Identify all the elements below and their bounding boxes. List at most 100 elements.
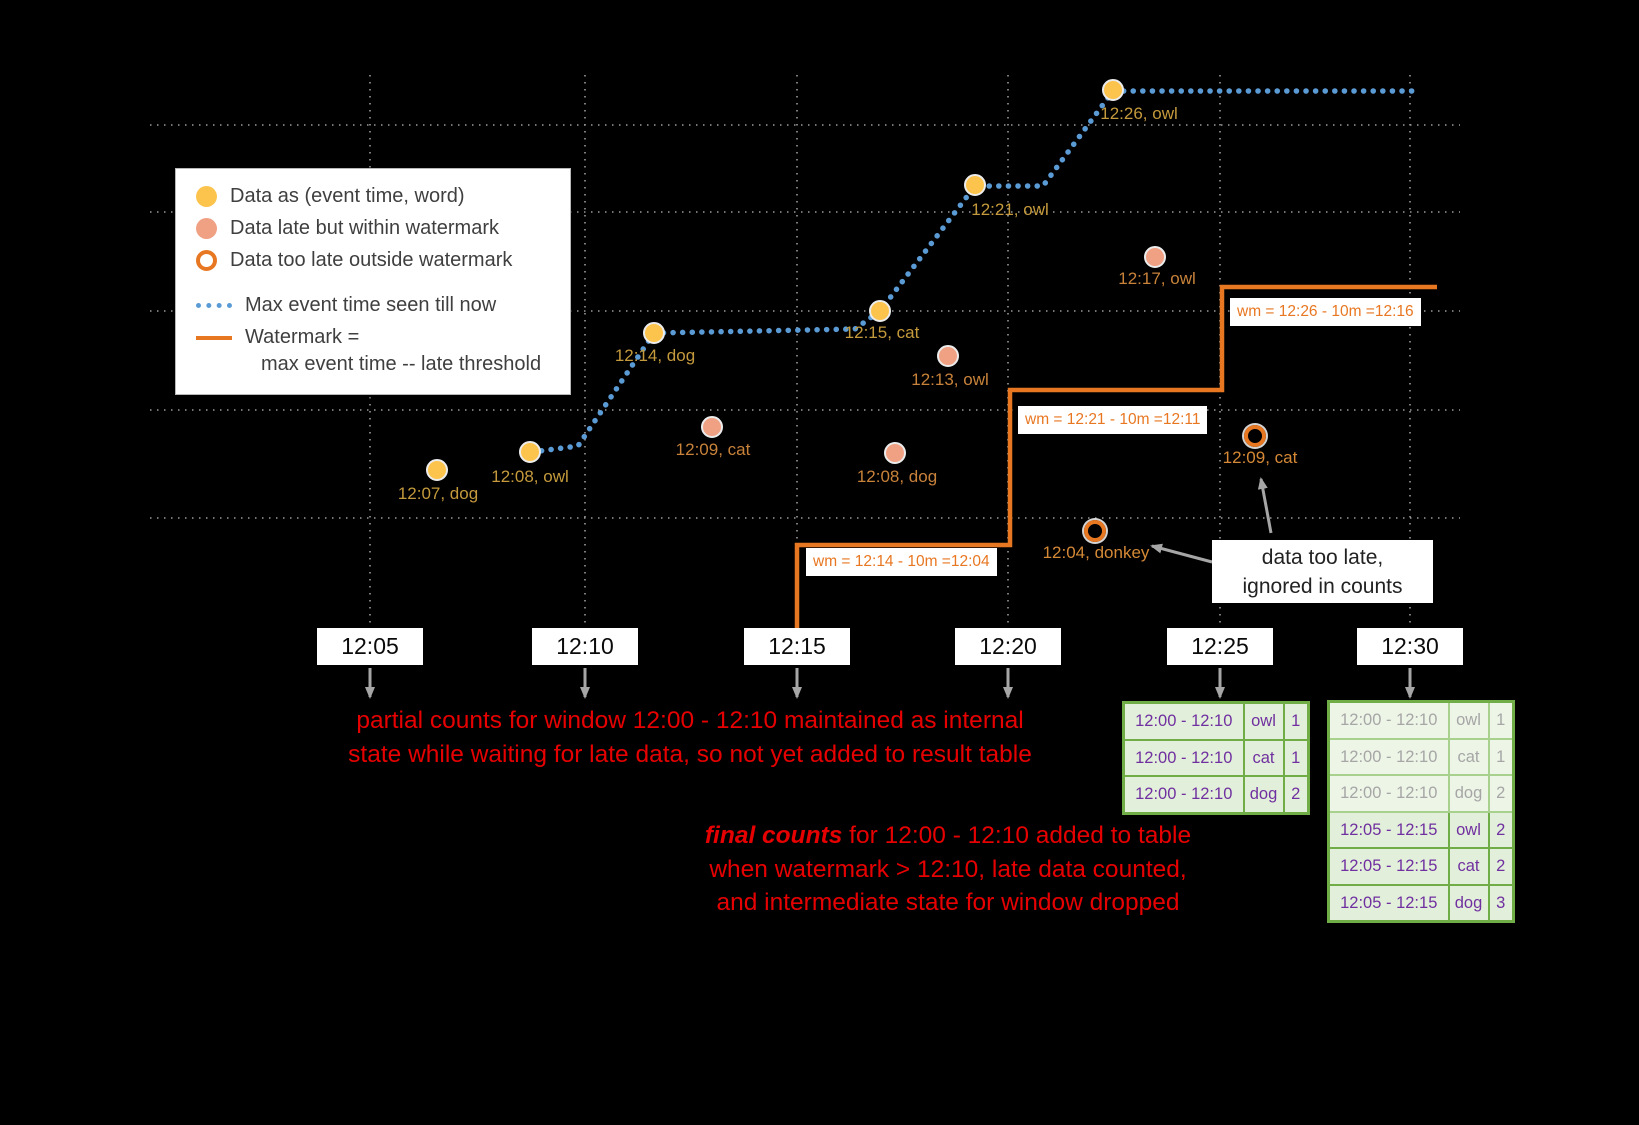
legend-item-late: Data late but within watermark (196, 217, 556, 240)
data-point-late-label: 12:09, cat (675, 440, 751, 459)
legend-label-watermark: Watermark = (245, 326, 360, 348)
data-point-late-label: 12:08, dog (856, 467, 938, 486)
annotation-final-counts: final counts for 12:00 - 12:10 added to … (558, 819, 1338, 920)
axis-tick-12-30: 12:30 (1357, 628, 1463, 665)
data-point-late (937, 345, 959, 367)
data-point-late (884, 442, 906, 464)
word-cell: dog (1447, 774, 1490, 813)
window-cell: 12:05 - 12:15 (1327, 847, 1450, 886)
word-cell: dog (1242, 775, 1285, 814)
annotation-line: final counts for 12:00 - 12:10 added to … (558, 819, 1338, 853)
window-cell: 12:00 - 12:10 (1327, 737, 1450, 776)
data-point-on-time-label: 12:14, dog (614, 346, 696, 365)
data-point-late (701, 416, 723, 438)
annotation-line: when watermark > 12:10, late data counte… (709, 855, 1187, 883)
annotation-line: partial counts for window 12:00 - 12:10 … (356, 707, 1024, 734)
word-cell: owl (1447, 810, 1490, 849)
window-cell: 12:05 - 12:15 (1327, 883, 1450, 923)
axis-tick-12-10: 12:10 (532, 628, 638, 665)
count-cell: 3 (1487, 883, 1515, 923)
too-late-callout: data too late, ignored in counts (1212, 540, 1433, 603)
watermark-line (794, 284, 1437, 632)
watermark-label-2: wm = 12:21 - 10m =12:11 (1018, 406, 1208, 434)
word-cell: owl (1242, 701, 1285, 741)
axis-tick-12-15: 12:15 (744, 628, 850, 665)
count-cell: 2 (1282, 775, 1310, 814)
word-cell: owl (1447, 700, 1490, 740)
window-cell: 12:00 - 12:10 (1327, 774, 1450, 813)
watermark-label-1: wm = 12:14 - 10m =12:04 (806, 548, 997, 576)
data-point-too-late (1084, 520, 1106, 542)
window-cell: 12:00 - 12:10 (1122, 701, 1245, 741)
data-point-on-time (643, 322, 665, 344)
window-cell: 12:05 - 12:15 (1327, 810, 1450, 849)
max-event-time-line (529, 88, 1419, 455)
data-point-too-late-label: 12:09, cat (1222, 448, 1298, 467)
data-point-on-time (964, 174, 986, 196)
legend-item-max-event-line: Max event time seen till now (196, 294, 556, 317)
too-late-dot-icon (196, 250, 217, 271)
legend: Data as (event time, word) Data late but… (175, 168, 571, 395)
data-point-on-time (1102, 79, 1124, 101)
axis-tick-12-25: 12:25 (1167, 628, 1273, 665)
word-cell: dog (1447, 883, 1490, 923)
count-cell: 1 (1282, 738, 1310, 777)
data-point-late-label: 12:13, owl (911, 370, 989, 389)
legend-label-too-late: Data too late outside watermark (230, 249, 513, 271)
window-cell: 12:00 - 12:10 (1122, 775, 1245, 814)
data-point-on-time-label: 12:07, dog (397, 484, 479, 503)
callout-line: ignored in counts (1242, 575, 1403, 598)
data-point-on-time (519, 441, 541, 463)
watermark-label-3: wm = 12:26 - 10m =12:16 (1230, 298, 1421, 326)
data-point-late-label: 12:17, owl (1118, 269, 1196, 288)
count-cell: 2 (1487, 847, 1515, 886)
window-cell: 12:00 - 12:10 (1122, 738, 1245, 777)
data-point-too-late-label: 12:04, donkey (1042, 543, 1150, 562)
count-cell: 1 (1487, 737, 1515, 776)
data-point-on-time-label: 12:26, owl (1100, 104, 1178, 123)
data-point-on-time (426, 459, 448, 481)
window-cell: 12:00 - 12:10 (1327, 700, 1450, 740)
count-cell: 2 (1487, 810, 1515, 849)
count-cell: 2 (1487, 774, 1515, 813)
count-cell: 1 (1487, 700, 1515, 740)
data-point-on-time-label: 12:15, cat (844, 323, 920, 342)
legend-label-late: Data late but within watermark (230, 217, 500, 239)
annotation-line-rest: for 12:00 - 12:10 added to table (842, 822, 1192, 849)
word-cell: cat (1447, 847, 1490, 886)
axis-tick-12-05: 12:05 (317, 628, 423, 665)
final-counts-emphasis: final counts (704, 822, 843, 849)
data-point-late (1144, 246, 1166, 268)
annotation-line: and intermediate state for window droppe… (716, 889, 1180, 916)
word-cell: cat (1447, 737, 1490, 776)
legend-item-watermark-cont: max event time -- late threshold (196, 353, 556, 376)
annotation-line: state while waiting for late data, so no… (348, 740, 1032, 768)
legend-label-max-event: Max event time seen till now (245, 294, 497, 316)
legend-label-on-time: Data as (event time, word) (230, 185, 465, 207)
data-point-too-late (1244, 425, 1266, 447)
data-point-on-time-label: 12:21, owl (971, 200, 1049, 219)
data-point-on-time-label: 12:08, owl (491, 467, 569, 486)
annotation-partial-counts: partial counts for window 12:00 - 12:10 … (330, 704, 1050, 771)
legend-item-too-late: Data too late outside watermark (196, 249, 556, 272)
count-cell: 1 (1282, 701, 1310, 741)
legend-item-watermark: Watermark = (196, 326, 556, 349)
on-time-dot-icon (196, 186, 217, 207)
data-point-on-time (869, 300, 891, 322)
legend-label-watermark-2: max event time -- late threshold (261, 353, 542, 375)
axis-tick-12-20: 12:20 (955, 628, 1061, 665)
solid-line-icon (196, 335, 232, 340)
dotted-line-icon (196, 303, 232, 308)
